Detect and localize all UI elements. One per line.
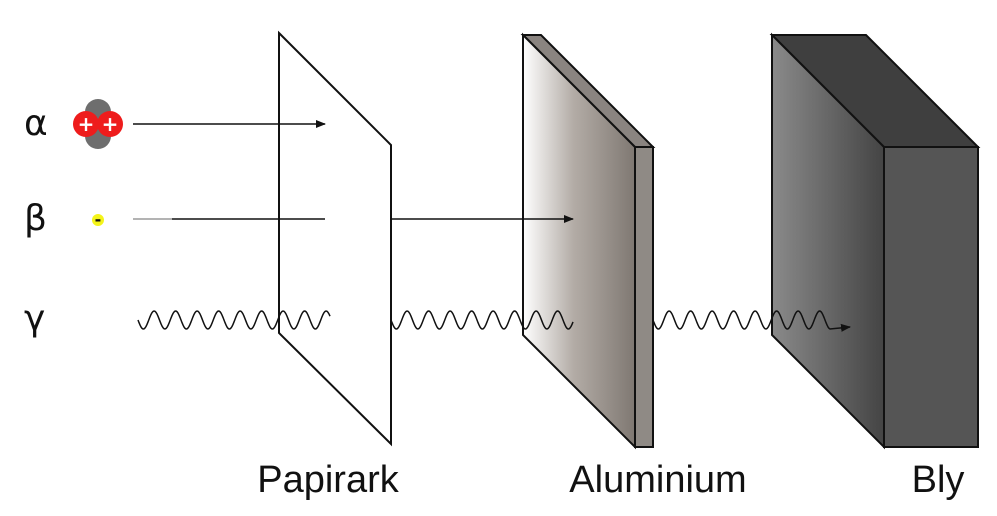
- gamma-wave-arrow: [652, 310, 851, 332]
- aluminium-front-face: [522, 32, 636, 450]
- lead-block: [769, 32, 981, 450]
- proton-charge: +: [102, 112, 119, 136]
- electron-charge: -: [95, 210, 102, 229]
- proton-icon: [73, 111, 99, 137]
- alpha-particle-icon: + +: [73, 99, 123, 149]
- lead-label: Bly: [912, 459, 965, 501]
- paper-sheet: [278, 30, 392, 447]
- paper-label: Papirark: [257, 459, 399, 501]
- alpha-symbol: α: [24, 103, 48, 144]
- beta-particle-icon: -: [92, 210, 104, 229]
- proton-charge: +: [78, 112, 95, 136]
- electron-icon: [92, 214, 104, 226]
- beta-symbol: β: [24, 198, 47, 239]
- lead-side-face: [883, 146, 979, 448]
- proton-icon: [97, 111, 123, 137]
- gamma-wave-segment: [137, 310, 331, 330]
- aluminium-label: Aluminium: [569, 459, 746, 501]
- gamma-wave-segment: [390, 310, 574, 330]
- gamma-ray: [137, 310, 851, 332]
- aluminium-side-edge: [634, 146, 654, 448]
- gamma-symbol: γ: [24, 298, 45, 339]
- aluminium-plate: [520, 32, 656, 450]
